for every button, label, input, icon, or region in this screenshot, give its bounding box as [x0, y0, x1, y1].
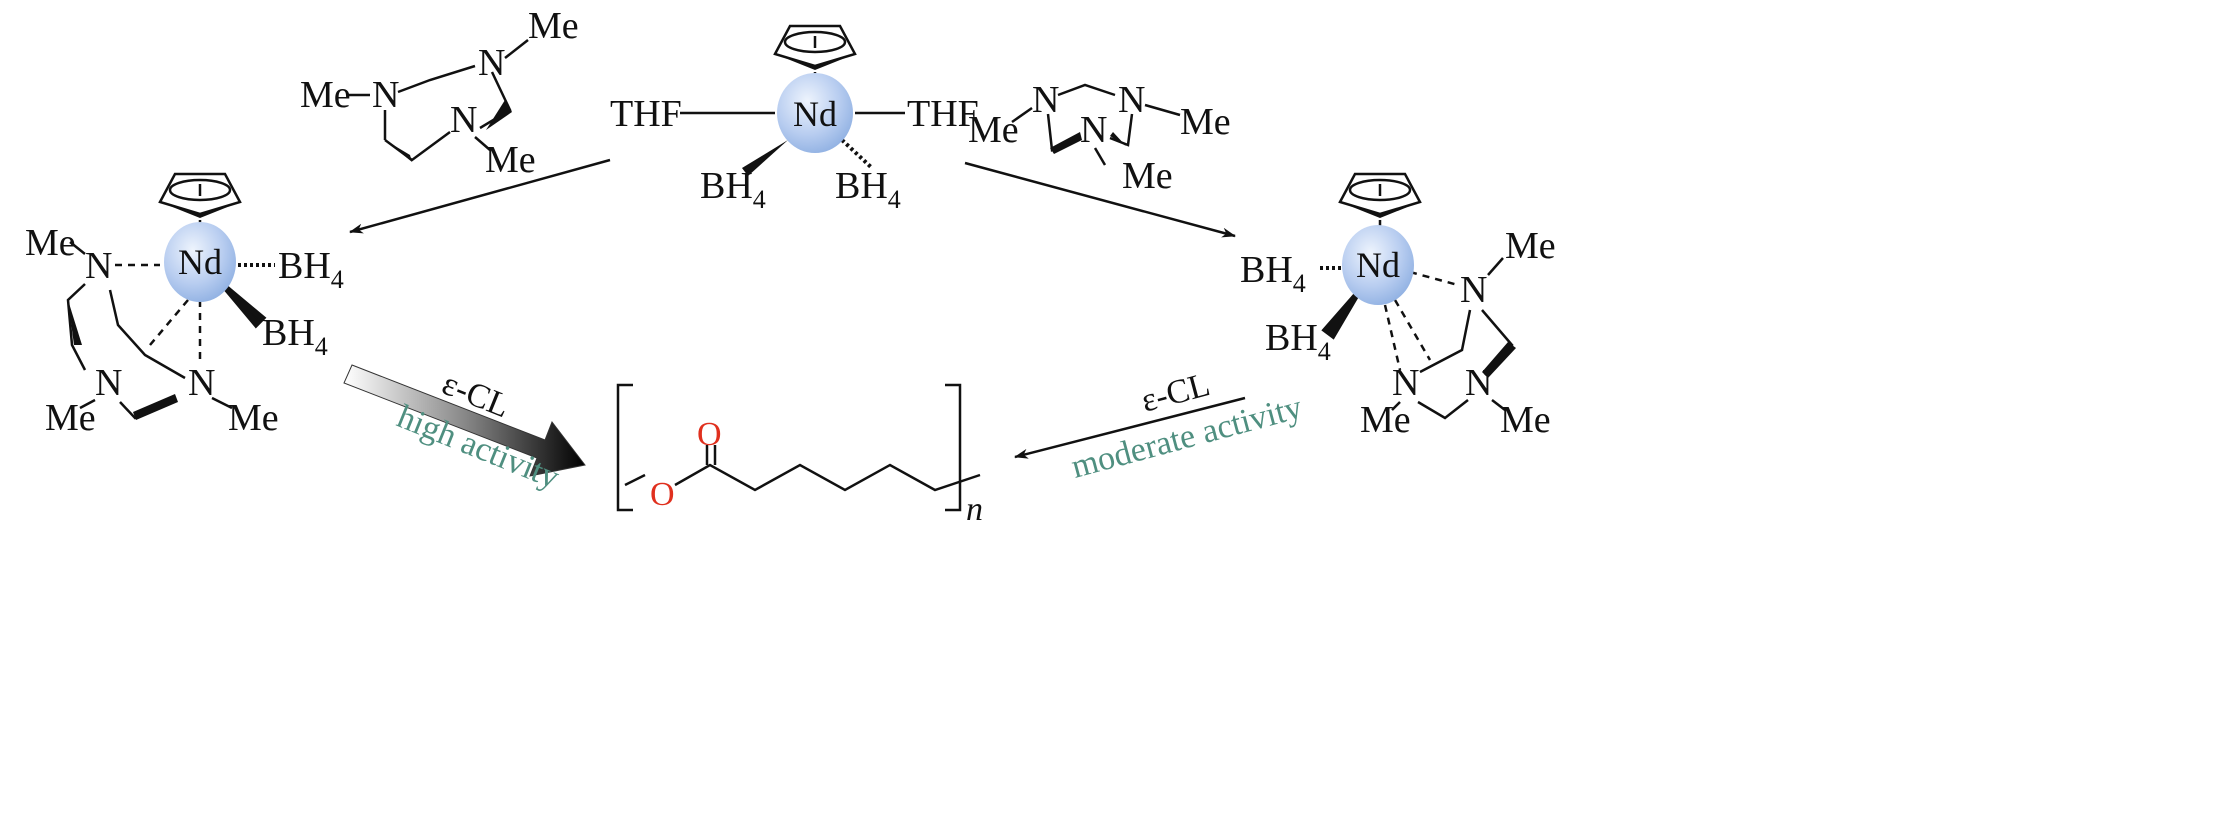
me-label: Me: [1505, 225, 1556, 267]
me-label: Me: [25, 222, 76, 264]
bh4-label: BH4: [1265, 317, 1331, 366]
n-label: N: [450, 99, 477, 141]
metal-label: Nd: [178, 242, 222, 282]
bh4-left-label: BH4: [700, 165, 766, 214]
me-label: Me: [300, 74, 351, 116]
right-monomer-label: ε-CL: [1137, 366, 1213, 420]
me-label: Me: [1180, 101, 1231, 143]
n-label: N: [85, 245, 112, 287]
me-label: Me: [528, 5, 579, 47]
cyclopentadienyl-ring-icon: [158, 172, 242, 220]
metal-label: Nd: [793, 94, 837, 134]
me-label: Me: [228, 397, 279, 439]
bh4-right-label: BH4: [835, 165, 901, 214]
metal-label: Nd: [1356, 245, 1400, 285]
right-bracket: [945, 383, 962, 512]
thf-right-label: THF: [907, 93, 979, 135]
n-label: N: [95, 362, 122, 404]
nd-sphere: [1342, 225, 1414, 305]
tach-nd-complex: Nd BH4 BH4 Me N N N Me Me: [1240, 172, 1556, 441]
bh4-label: BH4: [278, 245, 344, 294]
n-label: N: [1460, 269, 1487, 311]
cyclopentadienyl-ring-icon: [1338, 172, 1422, 220]
nd-sphere: [164, 222, 236, 302]
polycaprolactone: n O O: [616, 383, 983, 528]
hashed-bond: [840, 138, 874, 170]
n-label: N: [1032, 79, 1059, 121]
tacn-nd-complex: Nd Me N BH4 BH4 N N Me Me: [25, 172, 344, 439]
high-activity-arrow: [343, 364, 586, 477]
moderate-activity-arrow: [1014, 396, 1246, 459]
starting-complex: Nd THF THF BH4 BH4: [610, 24, 979, 214]
wedge-bond: [742, 140, 788, 176]
carbonyl-oxygen: O: [697, 416, 722, 453]
tach-ligand: N N Me Me N Me: [968, 79, 1231, 197]
repeat-subscript: n: [966, 491, 983, 528]
reaction-arrow-right: [964, 161, 1236, 238]
left-bracket: [616, 383, 633, 512]
me-label: Me: [968, 109, 1019, 151]
cyclopentadienyl-ring-icon: [773, 24, 857, 72]
me-label: Me: [1500, 399, 1551, 441]
reaction-arrow-left: [349, 158, 611, 234]
me-label: Me: [1122, 155, 1173, 197]
n-label: N: [372, 74, 399, 116]
bh4-label: BH4: [1240, 249, 1306, 298]
n-label: N: [478, 42, 505, 84]
nd-sphere: [777, 73, 853, 153]
tacn-ligand: Me N Me N N Me: [300, 5, 579, 181]
me-label: Me: [485, 139, 536, 181]
ester-oxygen: O: [650, 476, 675, 513]
bh4-label: BH4: [262, 312, 328, 361]
me-label: Me: [1360, 399, 1411, 441]
thf-left-label: THF: [610, 93, 682, 135]
n-label: N: [188, 362, 215, 404]
n-label: N: [1392, 362, 1419, 404]
n-label: N: [1080, 109, 1107, 151]
